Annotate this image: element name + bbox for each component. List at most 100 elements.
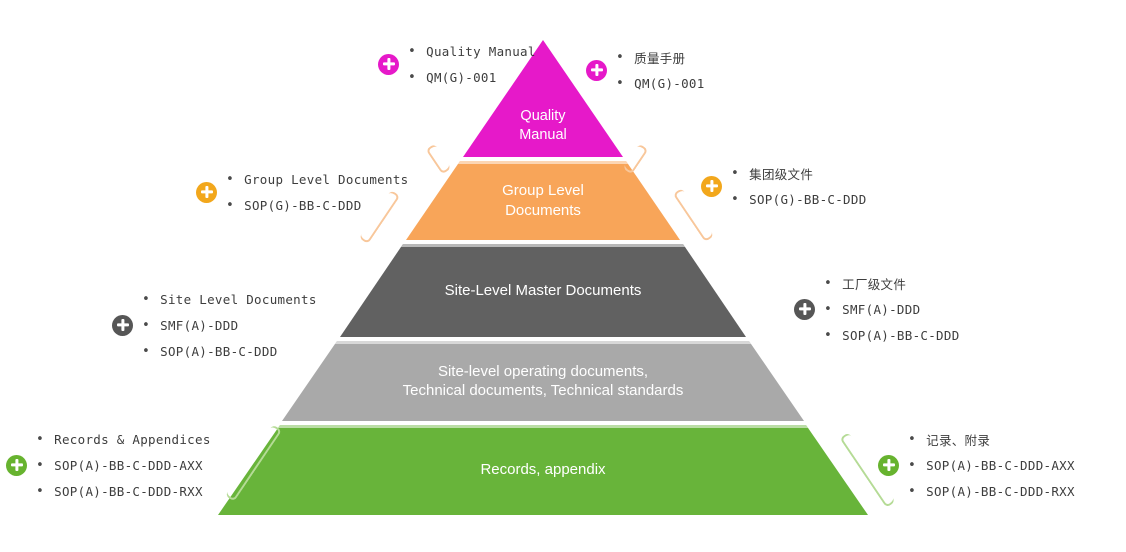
bullet-icon: • [142, 291, 151, 307]
annotation-text: QM(G)-001 [426, 69, 497, 85]
bullet-icon: • [824, 275, 833, 291]
annotation-text: SMF(A)-DDD [842, 301, 921, 317]
bullet-icon: • [408, 43, 417, 59]
bullet-icon: • [908, 431, 917, 447]
plus-icon [112, 314, 133, 336]
bullet-icon: • [908, 483, 917, 499]
plus-icon [794, 298, 815, 320]
annotation-list: • Group Level Documents • SOP(G)-BB-C-DDD [226, 166, 408, 218]
annotation-text: Site Level Documents [160, 291, 317, 307]
list-item: • SOP(A)-BB-C-DDD-RXX [908, 478, 1075, 504]
annotation-list: • 工厂级文件 • SMF(A)-DDD • SOP(A)-BB-C-DDD [824, 270, 960, 348]
bullet-icon: • [616, 49, 625, 65]
bullet-icon: • [824, 301, 833, 317]
list-item: • Records & Appendices [36, 426, 211, 452]
annotation-text: SOP(G)-BB-C-DDD [749, 191, 867, 207]
level-label-line: Documents [505, 201, 581, 219]
level-label: Site-level operating documents, Technica… [282, 341, 804, 421]
pyramid-level-site-master-documents: Site-Level Master Documents [340, 244, 746, 337]
annotation-text: QM(G)-001 [634, 75, 705, 91]
annotation-left-site-level: • Site Level Documents • SMF(A)-DDD • SOP(A… [112, 286, 317, 364]
bullet-icon: • [908, 457, 917, 473]
annotation-list: • 质量手册 • QM(G)-001 [616, 44, 705, 96]
annotation-text: SOP(A)-BB-C-DDD-AXX [926, 457, 1075, 473]
annotation-text: 集团级文件 [749, 166, 814, 182]
level-label: Quality Manual [463, 40, 623, 157]
bullet-icon: • [731, 191, 740, 207]
annotation-left-records: • Records & Appendices • SOP(A)-BB-C-DDD-A… [6, 426, 211, 504]
annotation-text: Quality Manual [426, 43, 536, 59]
bullet-icon: • [142, 343, 151, 359]
annotation-left-group-level: • Group Level Documents • SOP(G)-BB-C-DDD [196, 166, 408, 218]
list-item: • SOP(A)-BB-C-DDD [142, 338, 317, 364]
bullet-icon: • [36, 431, 45, 447]
level-label-line: Records, appendix [480, 461, 606, 479]
plus-icon [701, 175, 722, 197]
annotation-text: SOP(G)-BB-C-DDD [244, 197, 362, 213]
annotation-text: SOP(A)-BB-C-DDD [160, 343, 278, 359]
pyramid-level-records-appendix: Records, appendix [218, 425, 868, 515]
annotation-right-group-level: • 集团级文件 • SOP(G)-BB-C-DDD [701, 160, 867, 212]
list-item: • SOP(G)-BB-C-DDD [731, 186, 867, 212]
level-label: Site-Level Master Documents [340, 244, 746, 337]
bracket-left-top [425, 143, 452, 175]
level-label-line: Group Level [502, 182, 584, 199]
level-label-line: Technical documents, Technical standards [402, 382, 684, 399]
bracket-right-top [622, 143, 649, 175]
annotation-list: • Site Level Documents • SMF(A)-DDD • SOP(A… [142, 286, 317, 364]
list-item: • SOP(G)-BB-C-DDD [226, 192, 408, 218]
annotation-right-quality-manual: • 质量手册 • QM(G)-001 [586, 44, 705, 96]
annotation-list: • Records & Appendices • SOP(A)-BB-C-DDD-A… [36, 426, 211, 504]
plus-icon [6, 454, 27, 476]
annotation-text: Group Level Documents [244, 171, 409, 187]
annotation-text: 质量手册 [634, 50, 686, 66]
annotation-text: 工厂级文件 [842, 276, 907, 292]
bullet-icon: • [616, 75, 625, 91]
list-item: • SMF(A)-DDD [824, 296, 960, 322]
annotation-right-records: • 记录、附录 • SOP(A)-BB-C-DDD-AXX • SOP(A)-BB-C… [878, 426, 1075, 504]
level-label: Group Level Documents [406, 161, 680, 240]
annotation-text: SOP(A)-BB-C-DDD [842, 327, 960, 343]
pyramid-level-group-level-documents: Group Level Documents [406, 161, 680, 240]
list-item: • QM(G)-001 [616, 70, 705, 96]
level-label-line: Quality [520, 108, 566, 125]
annotation-left-quality-manual: • Quality Manual • QM(G)-001 [378, 38, 536, 90]
bullet-icon: • [36, 457, 45, 473]
annotation-text: SMF(A)-DDD [160, 317, 239, 333]
list-item: • Site Level Documents [142, 286, 317, 312]
annotation-right-site-level: • 工厂级文件 • SMF(A)-DDD • SOP(A)-BB-C-DDD [794, 270, 960, 348]
list-item: • 集团级文件 [731, 160, 867, 186]
bullet-icon: • [142, 317, 151, 333]
list-item: • SOP(A)-BB-C-DDD-AXX [36, 452, 211, 478]
bullet-icon: • [226, 171, 235, 187]
bullet-icon: • [36, 483, 45, 499]
level-label-line: Manual [519, 127, 567, 144]
bullet-icon: • [731, 165, 740, 181]
list-item: • 质量手册 [616, 44, 705, 70]
list-item: • SOP(A)-BB-C-DDD-RXX [36, 478, 211, 504]
annotation-text: SOP(A)-BB-C-DDD-AXX [54, 457, 203, 473]
plus-icon [586, 59, 607, 81]
list-item: • 工厂级文件 [824, 270, 960, 296]
annotation-text: SOP(A)-BB-C-DDD-RXX [926, 483, 1075, 499]
level-label: Records, appendix [218, 425, 868, 515]
bullet-icon: • [408, 69, 417, 85]
bullet-icon: • [824, 327, 833, 343]
annotation-text: SOP(A)-BB-C-DDD-RXX [54, 483, 203, 499]
annotation-list: • 集团级文件 • SOP(G)-BB-C-DDD [731, 160, 867, 212]
level-label-line: Site-level operating documents, [437, 362, 649, 380]
annotation-text: 记录、附录 [926, 432, 991, 448]
list-item: • Quality Manual [408, 38, 536, 64]
plus-icon [378, 53, 399, 75]
annotation-list: • Quality Manual • QM(G)-001 [408, 38, 536, 90]
bullet-icon: • [226, 197, 235, 213]
plus-icon [196, 181, 217, 203]
list-item: • Group Level Documents [226, 166, 408, 192]
level-label-line: Site-Level Master Documents [444, 281, 642, 299]
list-item: • 记录、附录 [908, 426, 1075, 452]
list-item: • SOP(A)-BB-C-DDD-AXX [908, 452, 1075, 478]
plus-icon [878, 454, 899, 476]
annotation-text: Records & Appendices [54, 431, 211, 447]
list-item: • SOP(A)-BB-C-DDD [824, 322, 960, 348]
